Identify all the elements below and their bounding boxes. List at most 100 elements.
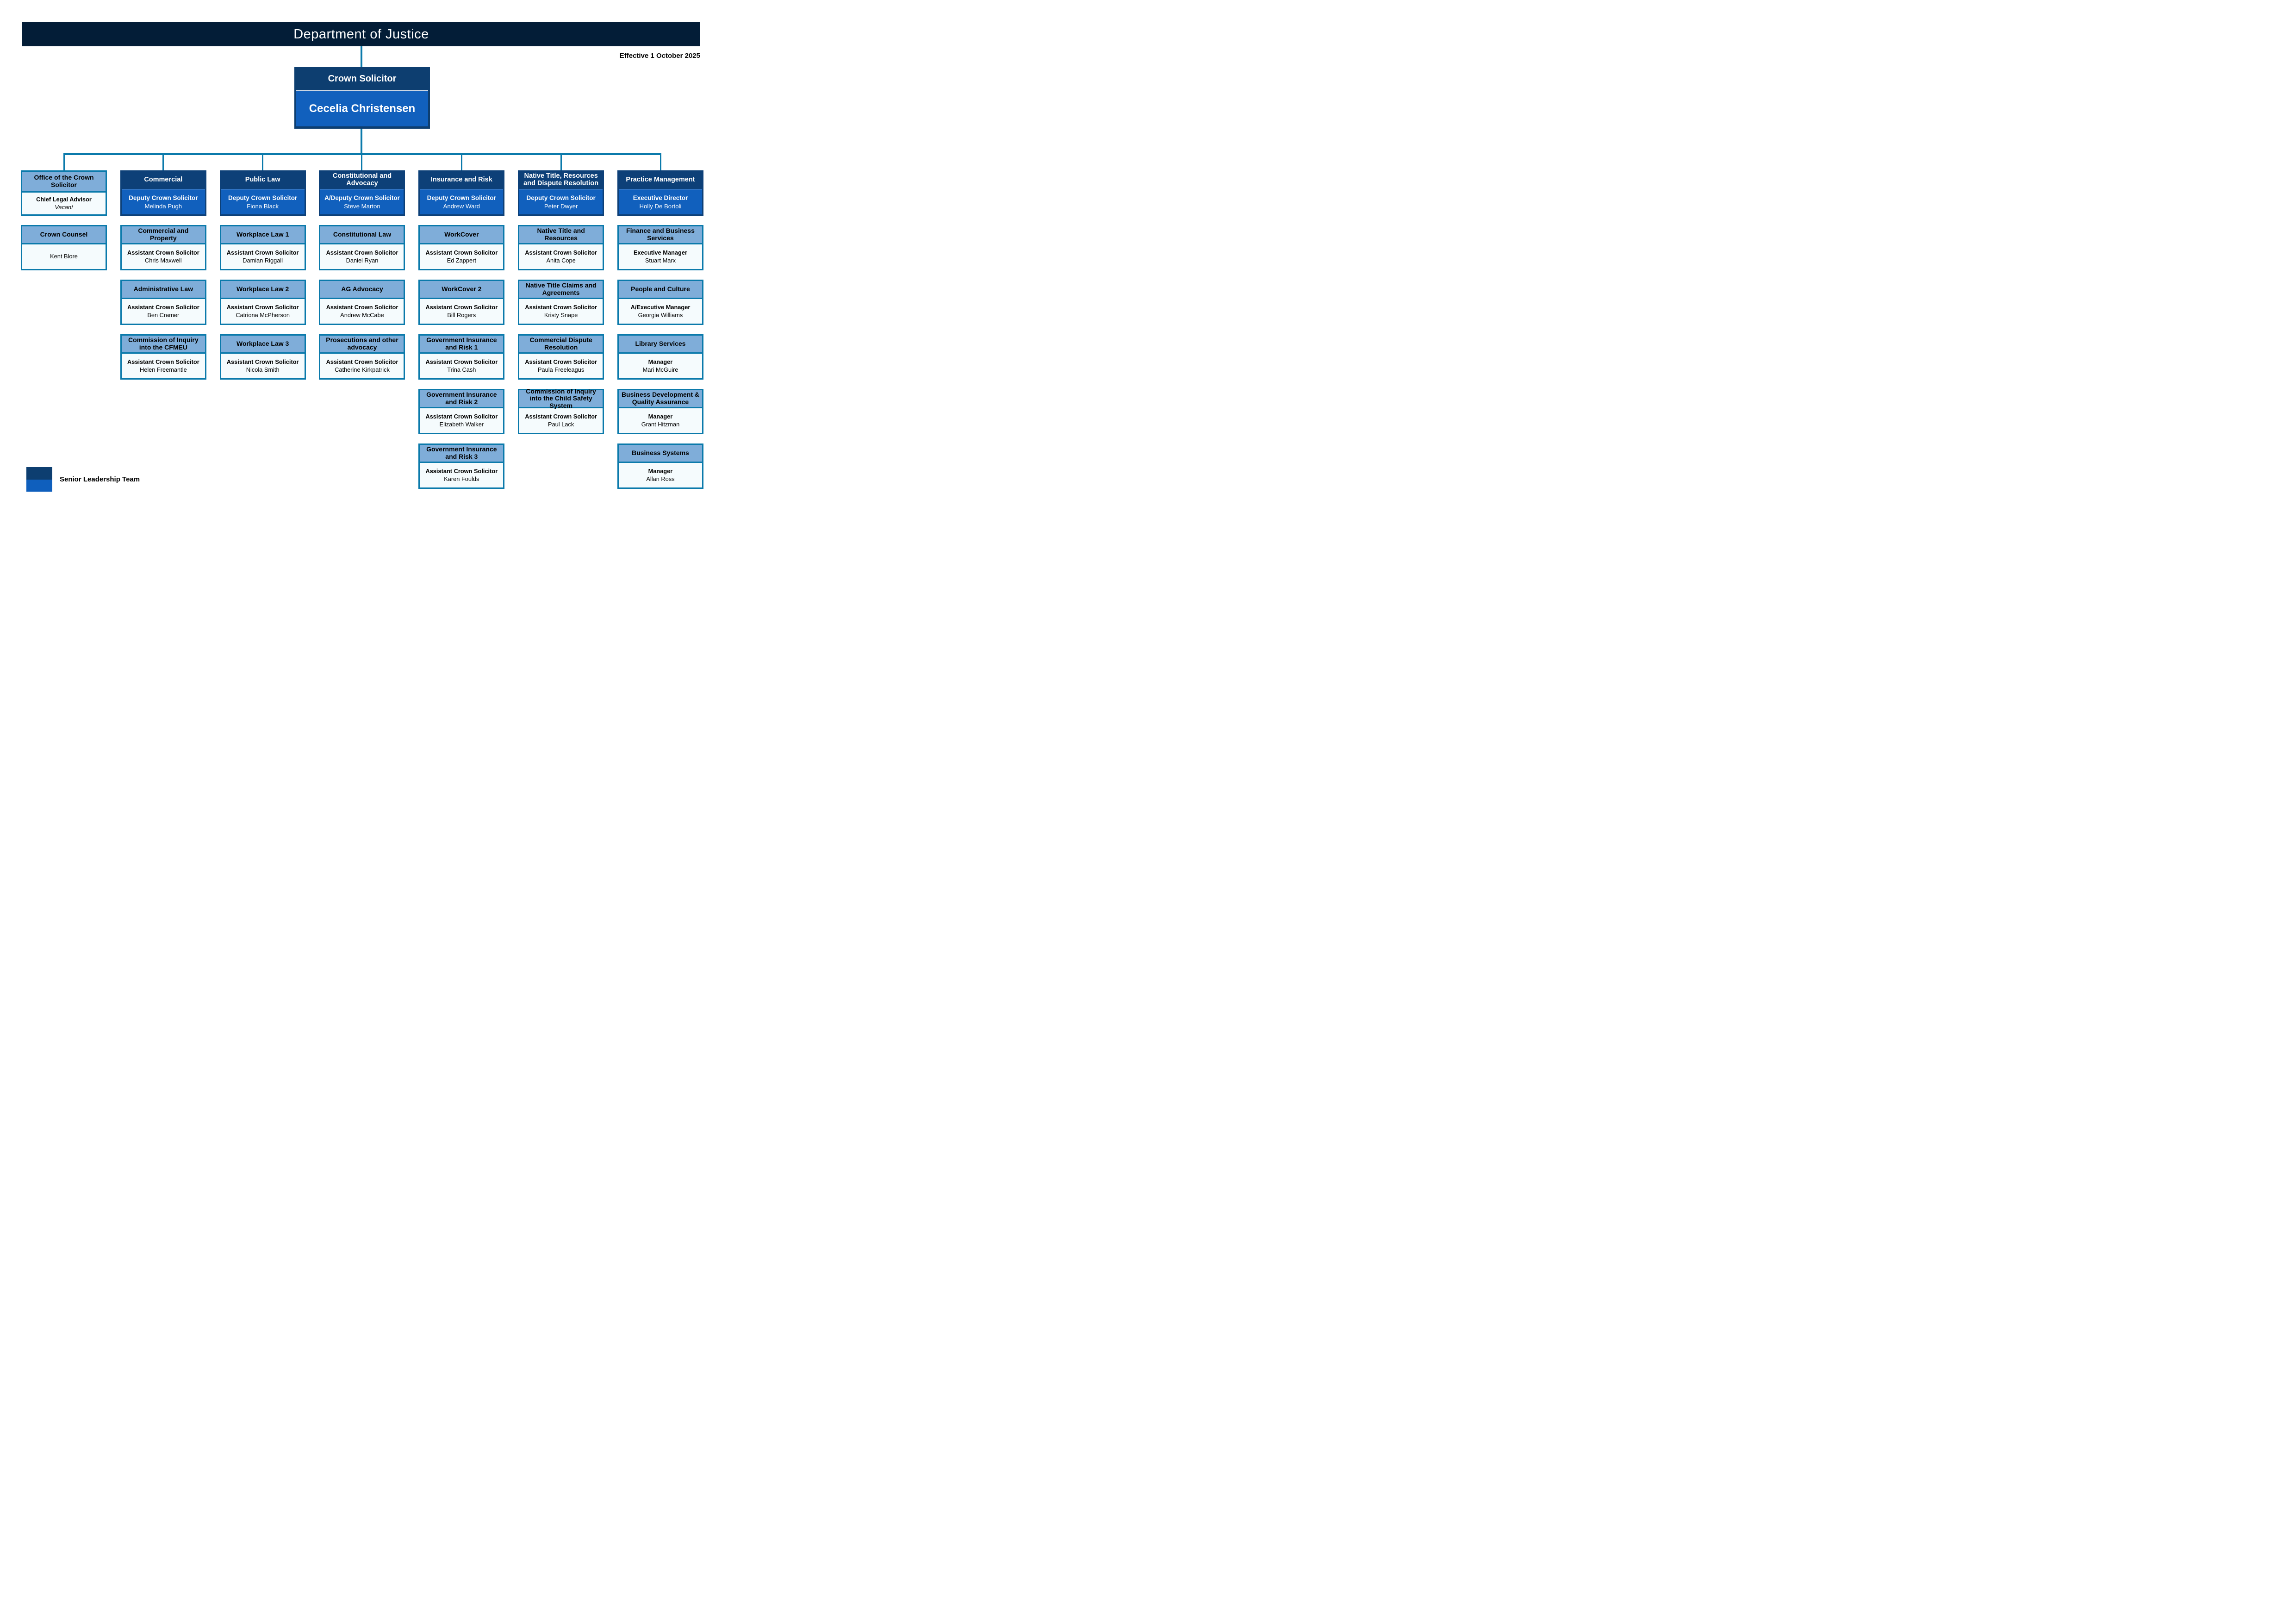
team-body: A/Executive Manager Georgia Williams <box>619 299 702 324</box>
role-label: Executive Manager <box>634 249 687 256</box>
team-title: Native Title Claims and Agreements <box>519 281 603 299</box>
division-title: Native Title, Resources and Dispute Reso… <box>523 172 599 187</box>
role-label: Assistant Crown Solicitor <box>326 249 398 256</box>
team-box-people-and-culture: People and Culture A/Executive Manager G… <box>617 280 703 325</box>
team-box-workcover: WorkCover Assistant Crown Solicitor Ed Z… <box>418 225 505 270</box>
division-header-commercial: Commercial Deputy Crown Solicitor Melind… <box>120 170 206 216</box>
team-box-commission-of-inquiry-into-the-cfmeu: Commission of Inquiry into the CFMEU Ass… <box>120 334 206 380</box>
team-box-workcover-2: WorkCover 2 Assistant Crown Solicitor Bi… <box>418 280 505 325</box>
column-native-title-resources-and-dispute-resolution: Native Title, Resources and Dispute Reso… <box>518 170 604 489</box>
team-body: Assistant Crown Solicitor Ben Cramer <box>122 299 205 324</box>
legend-swatch-top <box>26 467 52 480</box>
team-box-commission-of-inquiry-into-the-child-safety-system: Commission of Inquiry into the Child Saf… <box>518 387 604 434</box>
connector-root-to-bar <box>361 129 362 154</box>
page-title-banner: Department of Justice <box>22 22 700 46</box>
division-body: Chief Legal Advisor Vacant <box>22 193 106 214</box>
person-name: Andrew Ward <box>443 202 480 210</box>
team-title: Business Systems <box>618 445 702 463</box>
person-name: Karen Foulds <box>444 475 479 482</box>
team-title: Government Insurance and Risk 3 <box>420 445 504 463</box>
legend-label: Senior Leadership Team <box>60 475 140 483</box>
person-name: Grant Hitzman <box>641 421 680 428</box>
connector-drop-1 <box>63 155 65 170</box>
division-title: Commercial <box>144 175 183 183</box>
team-body: Manager Mari McGuire <box>619 354 702 378</box>
person-name: Mari McGuire <box>642 366 678 373</box>
role-label: Assistant Crown Solicitor <box>326 358 398 365</box>
team-title: Commission of Inquiry into the Child Saf… <box>519 387 603 409</box>
person-name: Bill Rogers <box>447 312 476 319</box>
team-box-ag-advocacy: AG Advocacy Assistant Crown Solicitor An… <box>319 280 405 325</box>
division-leader-panel: Deputy Crown Solicitor Fiona Black <box>221 189 305 214</box>
team-body: Assistant Crown Solicitor Karen Foulds <box>420 463 503 487</box>
team-body: Assistant Crown Solicitor Nicola Smith <box>221 354 305 378</box>
person-name: Stuart Marx <box>645 257 676 264</box>
division-leader-panel: Deputy Crown Solicitor Melinda Pugh <box>121 189 205 214</box>
team-title: WorkCover 2 <box>420 281 504 299</box>
division-header-practice-management: Practice Management Executive Director H… <box>617 170 703 216</box>
crown-solicitor-title: Crown Solicitor <box>328 73 397 84</box>
team-box-business-systems: Business Systems Manager Allan Ross <box>617 443 703 489</box>
connector-drop-7 <box>660 155 661 170</box>
team-title: Government Insurance and Risk 2 <box>420 390 504 408</box>
team-box-crown-counsel: Crown Counsel Kent Blore <box>21 225 107 270</box>
team-body: Assistant Crown Solicitor Damian Riggall <box>221 244 305 269</box>
role-label: Assistant Crown Solicitor <box>425 358 498 365</box>
role-label: Chief Legal Advisor <box>36 195 92 203</box>
team-box-government-insurance-and-risk-3: Government Insurance and Risk 3 Assistan… <box>418 443 505 489</box>
division-columns: Office of the Crown Solicitor Chief Lega… <box>21 170 703 489</box>
team-body: Assistant Crown Solicitor Ed Zappert <box>420 244 503 269</box>
team-title: Library Services <box>618 336 702 354</box>
page-title: Department of Justice <box>293 26 429 42</box>
role-label: Assistant Crown Solicitor <box>525 358 597 365</box>
connector-drop-2 <box>162 155 164 170</box>
team-title: People and Culture <box>618 281 702 299</box>
division-leader-panel: A/Deputy Crown Solicitor Steve Marton <box>320 189 404 214</box>
team-box-constitutional-law: Constitutional Law Assistant Crown Solic… <box>319 225 405 270</box>
team-title: Commercial Dispute Resolution <box>519 336 603 354</box>
division-title: Insurance and Risk <box>430 175 492 183</box>
role-label: Manager <box>648 467 673 475</box>
effective-date: Effective 1 October 2025 <box>619 52 700 60</box>
role-label: Assistant Crown Solicitor <box>127 303 199 311</box>
person-name: Ben Cramer <box>147 312 180 319</box>
division-leader-panel: Executive Director Holly De Bortoli <box>618 189 702 214</box>
team-box-workplace-law-1: Workplace Law 1 Assistant Crown Solicito… <box>219 225 306 270</box>
role-label: Assistant Crown Solicitor <box>326 303 398 311</box>
connector-horizontal-bar <box>63 153 661 155</box>
team-box-native-title-and-resources: Native Title and Resources Assistant Cro… <box>518 225 604 270</box>
team-title: Constitutional Law <box>320 226 404 244</box>
person-name: Vacant <box>55 204 73 211</box>
person-name: Daniel Ryan <box>346 257 379 264</box>
team-body: Assistant Crown Solicitor Kristy Snape <box>519 299 603 324</box>
team-title: Commission of Inquiry into the CFMEU <box>121 336 205 354</box>
team-body: Assistant Crown Solicitor Chris Maxwell <box>122 244 205 269</box>
team-body: Assistant Crown Solicitor Andrew McCabe <box>320 299 404 324</box>
role-label: Assistant Crown Solicitor <box>425 467 498 475</box>
team-body: Executive Manager Stuart Marx <box>619 244 702 269</box>
division-header-constitutional-and-advocacy: Constitutional and Advocacy A/Deputy Cro… <box>319 170 405 216</box>
connector-drop-4 <box>361 155 362 170</box>
person-name: Holly De Bortoli <box>639 202 682 210</box>
team-box-prosecutions-and-other-advocacy: Prosecutions and other advocacy Assistan… <box>319 334 405 380</box>
person-name: Kent Blore <box>50 253 78 260</box>
team-title: Workplace Law 2 <box>221 281 305 299</box>
team-body: Assistant Crown Solicitor Paul Lack <box>519 408 603 433</box>
team-body: Assistant Crown Solicitor Helen Freemant… <box>122 354 205 378</box>
role-label: Assistant Crown Solicitor <box>226 303 299 311</box>
role-label: Deputy Crown Solicitor <box>228 194 298 201</box>
team-title: Workplace Law 1 <box>221 226 305 244</box>
role-label: Assistant Crown Solicitor <box>127 358 199 365</box>
team-title: Workplace Law 3 <box>221 336 305 354</box>
team-body: Assistant Crown Solicitor Catriona McPhe… <box>221 299 305 324</box>
person-name: Paula Freeleagus <box>537 366 585 373</box>
team-title: Crown Counsel <box>22 226 106 244</box>
person-name: Fiona Black <box>247 202 279 210</box>
role-label: Deputy Crown Solicitor <box>129 194 198 201</box>
person-name: Ed Zappert <box>447 257 476 264</box>
person-name: Andrew McCabe <box>340 312 384 319</box>
division-header-insurance-and-risk: Insurance and Risk Deputy Crown Solicito… <box>418 170 505 216</box>
division-title: Practice Management <box>626 175 695 183</box>
division-header-native-title: Native Title, Resources and Dispute Reso… <box>518 170 604 216</box>
team-title: Finance and Business Services <box>618 226 702 244</box>
